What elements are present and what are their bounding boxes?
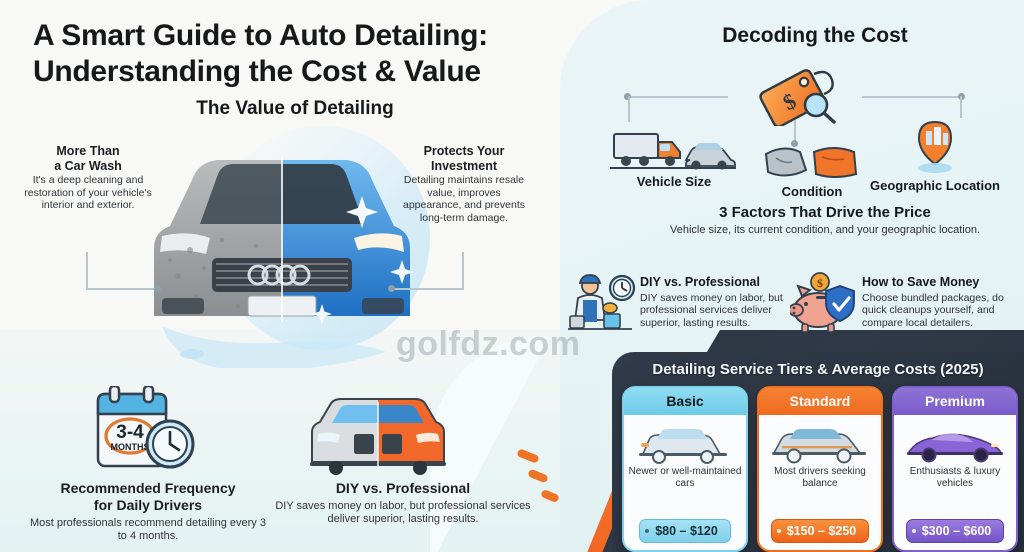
connector-line-factor-1 xyxy=(628,96,728,98)
price-tag-magnifier-icon: $ xyxy=(759,69,836,126)
block-title-line1: DIY vs. Professional xyxy=(335,480,471,496)
factor-label: Geographic Location xyxy=(869,178,1000,193)
factor-condition: Condition xyxy=(742,140,882,199)
connector-line-right-vertical xyxy=(462,252,464,290)
factor-geographic-location: Geographic Location xyxy=(860,118,1010,193)
connector-line-left-vertical xyxy=(86,252,88,290)
tier-price: $300 – $600 xyxy=(905,519,1005,543)
tier-car-basic-icon xyxy=(639,429,727,464)
callout-title: More Than a Car Wash xyxy=(20,144,156,174)
tip-how-to-save-money: How to Save Money Choose bundled package… xyxy=(862,275,1014,329)
block-body: Most professionals recommend detailing e… xyxy=(29,517,266,542)
watermark: golfdz.com xyxy=(396,325,581,363)
tier-car-premium-icon xyxy=(907,433,1003,463)
calendar-value: 3-4 xyxy=(116,422,144,443)
block-body: DIY saves money on labor, but profession… xyxy=(275,500,531,525)
page-title-line2: Understanding the Cost & Value xyxy=(33,55,481,88)
callout-title: Protects Your Investment xyxy=(398,144,530,174)
factor-vehicle-size: Vehicle Size xyxy=(600,128,748,189)
factor-label: Condition xyxy=(781,184,843,199)
connector-dot-left xyxy=(154,285,161,292)
tip-body: DIY saves money on labor, but profession… xyxy=(640,292,783,329)
factor-label: Vehicle Size xyxy=(636,174,712,189)
connector-line-left-horizontal xyxy=(86,288,158,290)
connector-line-factor-2 xyxy=(794,120,796,144)
callout-body: It's a deep cleaning and restoration of … xyxy=(24,174,152,212)
callout-title-line2: a Car Wash xyxy=(54,159,122,173)
tier-name: Standard xyxy=(759,388,881,415)
connector-dot-right xyxy=(388,285,395,292)
page-title-line1: A Smart Guide to Auto Detailing: xyxy=(33,19,488,52)
tier-price: $80 – $120 xyxy=(639,519,731,543)
tier-description: Most drivers seeking balance xyxy=(774,466,866,489)
tier-car-standard-icon xyxy=(772,429,866,464)
tier-card-basic[interactable]: Basic Newer or well-maintained cars $80 … xyxy=(622,386,748,552)
block-title: DIY vs. Professional xyxy=(272,480,534,497)
diy-vs-professional-car-icon xyxy=(310,398,446,475)
connector-line-right-horizontal xyxy=(394,288,464,290)
split-car-before-after-image xyxy=(154,126,430,368)
tier-card-standard[interactable]: Standard Most drivers seeking balance $1… xyxy=(757,386,883,552)
callout-more-than-a-car-wash: More Than a Car Wash It's a deep cleanin… xyxy=(20,144,156,212)
callout-title-line1: More Than xyxy=(56,144,120,158)
callout-title-line1: Protects Your xyxy=(423,144,505,158)
calendar-clock-icon: 3-4 MONTHS xyxy=(96,386,195,469)
right-section-heading: Decoding the Cost xyxy=(722,24,908,47)
block-title-line2: for Daily Drivers xyxy=(93,497,203,513)
callout-title-line2: Investment xyxy=(431,159,497,173)
tip-diy-vs-professional: DIY vs. Professional DIY saves money on … xyxy=(640,275,810,329)
callout-body: Detailing maintains resale value, improv… xyxy=(402,174,525,224)
tier-name: Premium xyxy=(894,388,1016,415)
truck-and-car-icon xyxy=(610,133,736,170)
left-section-heading: The Value of Detailing xyxy=(196,98,394,119)
tier-description: Newer or well-maintained cars xyxy=(628,466,742,489)
worker-with-bucket-icon xyxy=(568,274,636,330)
map-pin-icon xyxy=(917,120,953,173)
connector-line-factor-3 xyxy=(862,96,962,98)
service-tiers-title: Detailing Service Tiers & Average Costs … xyxy=(652,361,984,378)
tier-price: $150 – $250 xyxy=(770,519,870,543)
factors-caption: 3 Factors That Drive the Price Vehicle s… xyxy=(640,204,1010,237)
connector-dot-factor-2 xyxy=(791,140,798,147)
svg-text:$: $ xyxy=(817,276,823,290)
tip-body: Choose bundled packages, do quick cleanu… xyxy=(862,292,1004,329)
connector-elbow-factor-3 xyxy=(960,96,962,118)
tier-card-premium[interactable]: Premium Enthusiasts & luxury vehicles $3… xyxy=(892,386,1018,552)
block-title: Recommended Frequency for Daily Drivers xyxy=(28,480,268,514)
page-title: A Smart Guide to Auto Detailing: Underst… xyxy=(33,18,553,90)
factors-caption-body: Vehicle size, its current condition, and… xyxy=(669,224,980,236)
tip-title: How to Save Money xyxy=(862,275,980,289)
damaged-panel-icon xyxy=(764,147,858,178)
connector-dot-factor-1 xyxy=(624,93,631,100)
piggy-bank-icon: $ xyxy=(790,272,855,333)
block-title-line1: Recommended Frequency xyxy=(60,480,236,496)
bottom-block-recommended-frequency: Recommended Frequency for Daily Drivers … xyxy=(28,480,268,543)
tip-title: DIY vs. Professional xyxy=(640,275,760,289)
tier-name: Basic xyxy=(624,388,746,415)
connector-elbow-factor-1 xyxy=(628,96,630,122)
bottom-block-diy-vs-professional: DIY vs. Professional DIY saves money on … xyxy=(272,480,534,526)
tier-description: Enthusiasts & luxury vehicles xyxy=(909,466,1001,489)
service-tier-card-list: Basic Newer or well-maintained cars $80 … xyxy=(618,386,1022,552)
callout-protects-your-investment: Protects Your Investment Detailing maint… xyxy=(398,144,530,224)
factors-caption-title: 3 Factors That Drive the Price xyxy=(719,204,931,221)
calendar-unit: MONTHS xyxy=(111,442,150,452)
